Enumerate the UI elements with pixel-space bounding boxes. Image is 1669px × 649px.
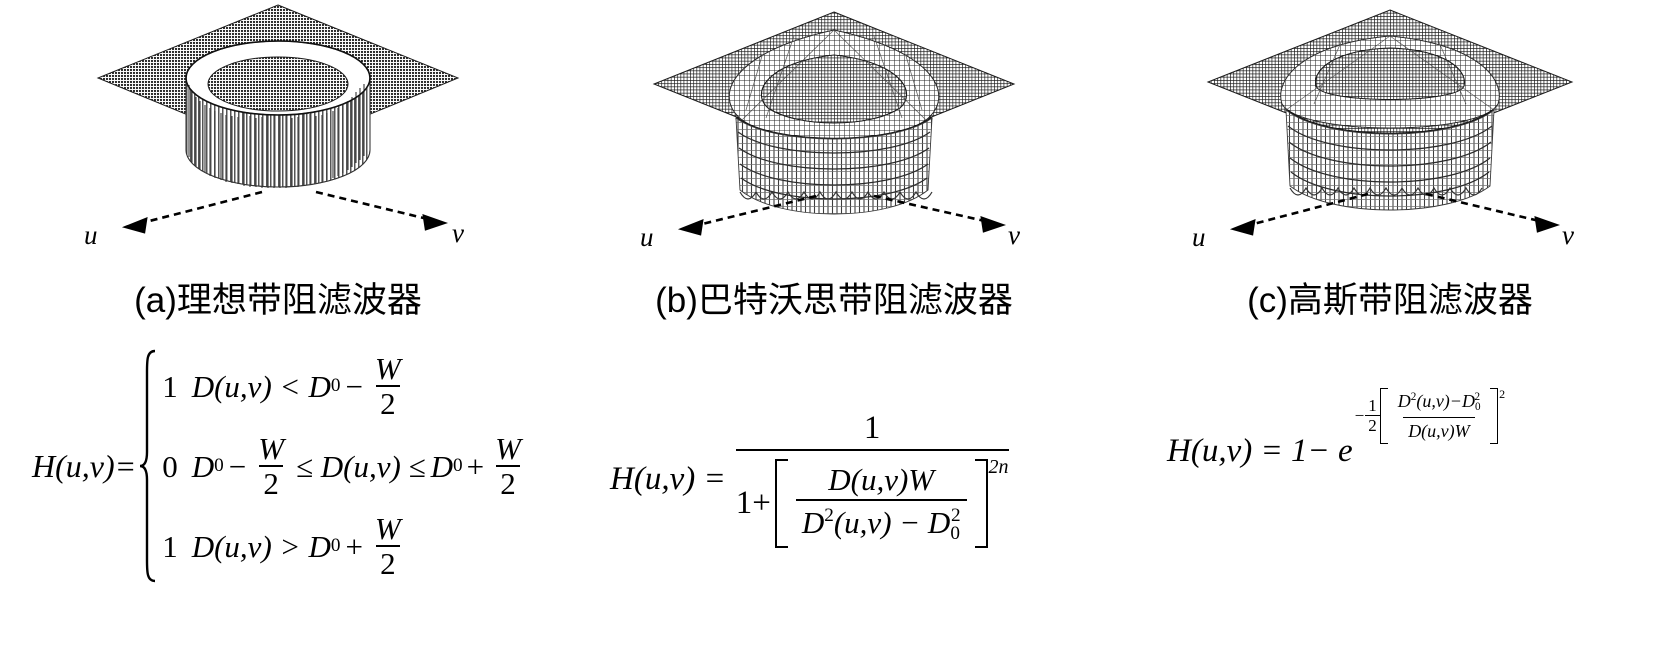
case-value-2: 0 bbox=[162, 448, 178, 484]
case-3-frac-num: W bbox=[374, 511, 401, 546]
filter-plots-row: u v bbox=[0, 0, 1669, 270]
axis-label-v: v bbox=[1562, 220, 1574, 250]
butterworth-den-lead: 1+ bbox=[735, 484, 771, 521]
case-3-frac-den: 2 bbox=[376, 545, 400, 579]
axis-label-v: v bbox=[1008, 220, 1020, 250]
g-num-b-sup: 2 bbox=[1474, 391, 1481, 404]
right-square-bracket bbox=[974, 459, 988, 548]
axis-label-v: v bbox=[452, 218, 464, 248]
plot-panel-ideal: u v bbox=[0, 0, 556, 270]
captions-row: (a)理想带阻滤波器 (b)巴特沃思带阻滤波器 (c)高斯带阻滤波器 bbox=[0, 272, 1669, 334]
caption-gaussian: (c)高斯带阻滤波器 bbox=[1247, 281, 1533, 320]
case-2-fraction-left: W 2 bbox=[254, 433, 288, 499]
left-brace bbox=[138, 348, 158, 584]
gaussian-inner-num: D2(u,v)−D02 bbox=[1393, 391, 1485, 417]
case-cond-2-op2: + bbox=[466, 448, 485, 484]
butterworth-denominator: 1+ D(u,v)W D2(u,v) − D02 2n bbox=[735, 449, 1009, 548]
g-num-b-sub: 0 bbox=[1474, 401, 1481, 414]
axis-arrows bbox=[677, 194, 1007, 236]
formula-butterworth-bandreject: H(u,v) = 1 1+ D(u,v)W D2(u,v) − D02 bbox=[600, 340, 1120, 649]
butterworth-exponent: 2n bbox=[988, 456, 1009, 478]
butterworth-inner-den: D2(u,v) − D02 bbox=[795, 499, 967, 544]
plot-panel-gaussian: u v bbox=[1112, 0, 1668, 270]
gaussian-bandreject-filter-surface bbox=[1206, 9, 1574, 236]
gaussian-half-num: 1 bbox=[1368, 396, 1377, 416]
butterworth-inner-fraction: D(u,v)W D2(u,v) − D02 bbox=[788, 459, 975, 548]
inner-den-a-sup: 2 bbox=[824, 505, 834, 526]
inner-den-b: (u,v) − D bbox=[833, 504, 951, 540]
gaussian-inner-den: D(u,v)W bbox=[1403, 416, 1475, 440]
inner-den-b-sup: 2 bbox=[950, 505, 961, 526]
g-num-a: D bbox=[1397, 391, 1411, 411]
case-cond-1-term: D bbox=[308, 368, 331, 404]
case-2-frac-den-left: 2 bbox=[259, 465, 283, 499]
g-num-a-sup: 2 bbox=[1410, 391, 1417, 404]
case-cond-2-sub: 0 bbox=[214, 455, 224, 477]
case-cond-2-op: − bbox=[228, 448, 247, 484]
case-2-frac-den-right: 2 bbox=[496, 465, 520, 499]
case-cond-1-sub: 0 bbox=[330, 375, 341, 397]
case-cond-3-sub: 0 bbox=[330, 535, 341, 557]
case-1-frac-den: 2 bbox=[376, 385, 400, 419]
gaussian-outer-exponent: 2 bbox=[1499, 387, 1506, 401]
gaussian-inner-fraction: D2(u,v)−D02 D(u,v)W bbox=[1388, 388, 1490, 444]
inner-den-a: D bbox=[801, 504, 825, 540]
case-cond-2-term2: D bbox=[430, 448, 453, 484]
caption-butterworth: (b)巴特沃思带阻滤波器 bbox=[655, 281, 1013, 320]
butterworth-main-fraction: 1 1+ D(u,v)W D2(u,v) − D02 2n bbox=[735, 410, 1009, 548]
formula-gaussian-lhs: H(u,v) = 1− e bbox=[1167, 433, 1353, 470]
ideal-bandreject-filter-surface bbox=[96, 4, 460, 234]
axis-label-u: u bbox=[640, 222, 654, 252]
case-cond-3-term: D bbox=[308, 528, 331, 564]
axis-label-u: u bbox=[84, 220, 98, 250]
case-cond-3-op: + bbox=[345, 528, 363, 564]
axis-arrows bbox=[1229, 192, 1561, 236]
case-cond-2-sub2: 0 bbox=[453, 455, 463, 477]
gaussian-exp-minus: − bbox=[1354, 406, 1365, 426]
butterworth-bracket-group: D(u,v)W D2(u,v) − D02 2n bbox=[774, 456, 1009, 548]
formula-gaussian-bandreject: H(u,v) = 1− e − 1 2 D2(u,v)−D02 D(u,v)W … bbox=[1155, 340, 1665, 649]
case-value-1: 1 bbox=[162, 368, 178, 404]
gaussian-exponent-block: − 1 2 D2(u,v)−D02 D(u,v)W 2 bbox=[1355, 388, 1505, 444]
case-cond-1-op: − bbox=[345, 368, 363, 404]
case-1-fraction: W 2 bbox=[371, 353, 405, 419]
case-cond-2-mid: ≤ D(u,v) ≤ bbox=[296, 448, 426, 484]
gaussian-left-bracket bbox=[1379, 388, 1388, 444]
gaussian-half-den: 2 bbox=[1365, 415, 1380, 434]
case-cond-2-lead: D bbox=[191, 448, 215, 484]
butterworth-numerator: 1 bbox=[863, 410, 881, 446]
left-square-bracket bbox=[774, 459, 788, 548]
case-2-frac-num-right: W bbox=[495, 431, 521, 466]
gaussian-right-bracket bbox=[1490, 388, 1499, 444]
axis-label-u: u bbox=[1192, 222, 1206, 252]
case-2-frac-num-left: W bbox=[258, 431, 285, 466]
formula-ideal-lhs: H(u,v)= bbox=[32, 448, 137, 484]
g-num-b: (u,v)−D bbox=[1416, 391, 1475, 411]
gaussian-one-half: 1 2 bbox=[1365, 397, 1380, 434]
case-3-fraction: W 2 bbox=[371, 513, 405, 579]
case-cond-1-lead: D(u,v) < bbox=[191, 368, 301, 404]
case-value-3: 1 bbox=[162, 528, 178, 564]
formula-butterworth-lhs: H(u,v) = bbox=[610, 461, 726, 498]
caption-ideal: (a)理想带阻滤波器 bbox=[134, 281, 422, 320]
axis-arrows bbox=[121, 190, 449, 234]
butterworth-inner-num: D(u,v)W bbox=[828, 462, 935, 497]
inner-den-b-sub: 0 bbox=[950, 522, 960, 544]
case-2-fraction-right: W 2 bbox=[491, 433, 525, 499]
plot-panel-butterworth: u v bbox=[556, 0, 1112, 270]
butterworth-bandreject-filter-surface bbox=[652, 11, 1016, 236]
case-1-frac-num: W bbox=[374, 351, 401, 386]
case-cond-3-lead: D(u,v) > bbox=[191, 528, 301, 564]
